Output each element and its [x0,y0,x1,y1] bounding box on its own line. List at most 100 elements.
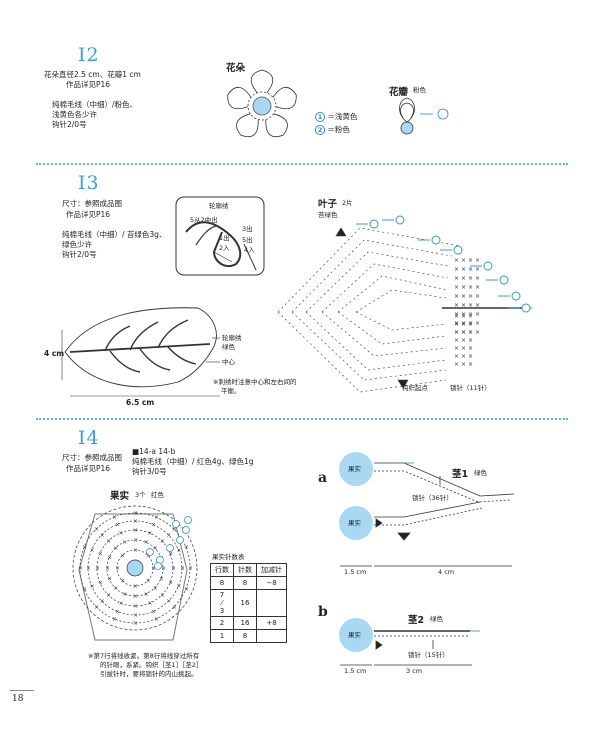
divider-2 [36,418,568,420]
i3-leaf-count: 2片 [342,199,353,207]
leaf-x-stitch: × [461,293,466,300]
leaf-x-stitch: × [461,320,466,327]
leaf-x-stitch: × [461,311,466,318]
i4-a-dim-2: 4 cm [438,568,455,576]
i3-dim-height: 4 cm [44,349,65,358]
table-cell [256,589,287,617]
i4-b-fruit: 果实 [348,631,361,639]
table-cell: 1 [210,629,234,643]
leaf-x-stitch: × [454,284,459,291]
fruit-x-stitch: × [133,547,138,554]
fruit-x-stitch: × [118,530,123,537]
leaf-x-stitch: × [468,311,473,318]
leaf-x-stitch: × [461,266,466,273]
i3-stitch-box [175,196,265,276]
fruit-x-stitch: × [107,576,112,583]
leaf-x-stitch: × [468,337,473,344]
i2-petal-color: 粉色 [413,86,426,94]
section-i3-number: I3 [78,172,100,194]
i4-a-stem: 茎1 [452,469,469,480]
fruit-x-stitch: × [82,586,87,593]
leaf-x-stitch: × [475,284,480,291]
i3-step-5-from-2: 5从2中出 [190,216,218,224]
leaf-x-stitch: × [461,257,466,264]
fruit-x-stitch: × [78,565,83,572]
fruit-x-stitch: × [105,565,110,572]
fruit-x-stitch: × [122,539,127,546]
leaf-x-stitch: × [468,353,473,360]
i4-fruit-label: 果实 [110,491,130,502]
leaf-x-stitch: × [454,329,459,336]
fruit-x-stitch: × [107,554,112,561]
table-header-cell: 针数 [233,563,257,577]
table-cell: 7 ⁄ 3 [210,589,234,617]
i3-leaf-chart [277,227,532,393]
leaf-row-marker [483,261,493,271]
fruit-x-stitch: × [133,537,138,544]
leaf-x-stitch: × [454,275,459,282]
fruit-x-stitch: × [148,600,153,607]
i4-note-line2: 的针眼，系紧。钩织［茎1］［茎2］ [100,661,203,669]
fruit-x-stitch: × [153,585,158,592]
leaf-x-stitch: × [475,320,480,327]
fruit-x-stitch: × [151,565,156,572]
fruit-x-stitch: × [133,593,138,600]
i4-b-chain: 锁针（15针） [408,651,449,659]
table-cell: +8 [256,616,287,630]
i2-flower-petal [227,86,252,110]
fruit-x-stitch: × [154,514,159,521]
fruit-x-stitch: × [168,550,173,557]
i2-yarn-line2: 浅黄色各少许 [52,110,97,119]
leaf-x-stitch: × [461,345,466,352]
i2-ref: 作品详见P16 [66,80,111,89]
fruit-x-stitch: × [176,583,181,590]
fruit-x-stitch: × [113,585,118,592]
fruit-x-stitch: × [115,608,120,615]
i3-leaf-label: 叶子 [318,199,338,210]
i4-a-label: a [318,470,328,486]
fruit-row-marker [166,544,174,552]
fruit-x-stitch: × [133,620,138,627]
leaf-row-marker [521,303,531,313]
i3-leaf-x-stitches: ××××××××××××××××××××××××××××××××××××××××… [454,257,480,368]
fruit-x-stitch: × [176,547,181,554]
i3-leaf-arrows [356,215,531,313]
i3-center-label: 中心 [222,358,235,366]
fruit-x-stitch: × [133,612,138,619]
fruit-x-stitch: × [144,539,149,546]
i2-legend-2: 2 ＝粉色 [315,125,350,135]
i4-a-fruit-2: 果实 [348,519,361,527]
i3-start-label: 钩织起点 [402,384,428,392]
fruit-x-stitch: × [146,578,151,585]
table-header-cell: 行数 [210,563,234,577]
fruit-x-stitch: × [133,583,138,590]
leaf-x-stitch: × [475,275,480,282]
i2-hook: 钩针2/0号 [52,120,87,129]
leaf-x-stitch: × [454,313,459,320]
leaf-x-stitch: × [468,266,473,273]
leaf-row-marker [395,215,405,225]
i2-yarn-line1: 纯棉毛线（中细）/粉色、 [52,100,138,109]
fruit-x-stitch: × [98,550,103,557]
page-number-rule [10,690,34,691]
fruit-x-stitch: × [106,538,111,545]
leaf-x-stitch: × [468,345,473,352]
i3-step-1-out: 1出 [219,234,230,242]
fruit-x-stitch: × [188,565,193,572]
i4-b-stem: 茎2 [408,615,425,626]
i4-a-dim-1: 1.5 cm [344,568,367,576]
i4-note-line1: ※第7行将线收紧。第8行将线穿过所有 [88,652,200,660]
fruit-x-stitch: × [133,518,138,525]
fruit-x-stitch: × [161,565,166,572]
fruit-x-stitch: × [166,598,171,605]
i4-fruit-count: 3个 [135,491,146,499]
table-cell: 2 [210,616,234,630]
fruit-row-marker [176,536,184,544]
i3-size: 尺寸：参照成品图 [62,199,122,208]
i4-a-diagram [339,452,515,567]
i3-note-line2: 平衡。 [221,387,241,395]
